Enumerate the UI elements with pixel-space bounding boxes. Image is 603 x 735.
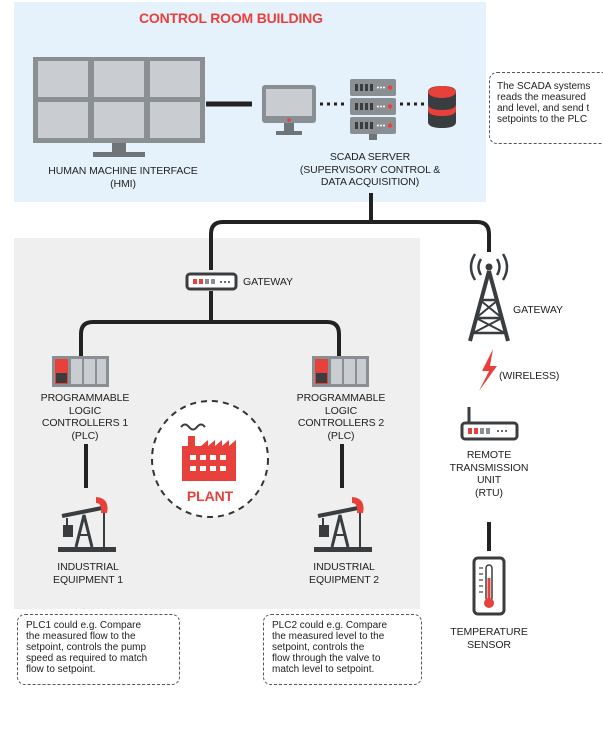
backbone-branch-line: [209, 220, 491, 270]
plc-2-note-line-4: flow through the valve to: [272, 653, 381, 664]
sensor-label-line-1: TEMPERATURE: [450, 626, 528, 638]
scada-note-line-2: reads the measured: [497, 92, 586, 103]
equipment-1-label-line-2: EQUIPMENT 1: [53, 573, 123, 586]
plc-1-label-line-4: (PLC): [71, 429, 99, 442]
workstation-monitor-icon: [262, 85, 316, 135]
plc-1-label-line-1: PROGRAMMABLE: [40, 392, 130, 404]
scada-note-line-3: and level, and send t: [497, 103, 590, 114]
plc-1-label-line-3: CONTROLLERS 1: [41, 417, 129, 429]
plc-2-label: PROGRAMMABLE LOGIC CONTROLLERS 2 (PLC): [284, 392, 398, 442]
hmi-label-line-2: (HMI): [110, 177, 136, 190]
equipment-2-label-line-2: EQUIPMENT 2: [309, 573, 379, 586]
plc-1-note-line-4: speed as required to match: [26, 653, 148, 664]
equipment-1-label-line-1: INDUSTRIAL: [57, 561, 119, 573]
scada-note-box: The SCADA systems reads the measured and…: [489, 72, 603, 144]
plant-gateway-label: GATEWAY: [243, 276, 293, 288]
plc-2-icon: [312, 356, 369, 387]
rtu-icon: [460, 407, 519, 441]
sensor-label-line-2: SENSOR: [467, 638, 511, 651]
hmi-label-line-1: HUMAN MACHINE INTERFACE: [48, 165, 198, 177]
rtu-label-line-3: UNIT: [476, 474, 502, 486]
equipment-2-label-line-1: INDUSTRIAL: [313, 561, 375, 573]
rtu-label-line-1: REMOTE: [466, 449, 512, 461]
plc-2-label-line-3: CONTROLLERS 2: [297, 417, 385, 429]
plc-1-note-line-3: setpoint, controls the pump: [26, 642, 147, 653]
plc-2-note-line-5: match level to setpoint.: [272, 664, 375, 675]
plant-gateway-icon: [185, 272, 238, 291]
plc-1-note-line-1: PLC1 could e.g. Compare: [26, 620, 142, 631]
equipment-2-label: INDUSTRIAL EQUIPMENT 2: [294, 561, 394, 586]
equipment-1-label: INDUSTRIAL EQUIPMENT 1: [38, 561, 138, 586]
rtu-label-line-4: (RTU): [475, 486, 503, 499]
remote-gateway-label: GATEWAY: [513, 304, 563, 316]
rtu-label-line-2: TRANSMISSION: [449, 461, 529, 474]
factory-icon: [180, 423, 236, 481]
scada-server-icon: [350, 79, 396, 140]
pumpjack-1-icon: [58, 497, 116, 552]
wireless-lightning-icon: [479, 349, 497, 391]
temperature-sensor-label: TEMPERATURE SENSOR: [429, 626, 549, 651]
scada-note-line-1: The SCADA systems: [497, 81, 591, 92]
plc-1-label-line-2: LOGIC: [68, 404, 102, 417]
plc-2-note-box: PLC2 could e.g. Compare the measured lev…: [263, 614, 422, 685]
thermometer-icon: [472, 556, 506, 616]
plc-1-note-line-2: the measured flow to the: [26, 631, 136, 642]
plant-label: PLANT: [186, 488, 234, 504]
scada-note-line-4: setpoints to the PLC: [497, 114, 588, 125]
plc-1-note-line-5: flow to setpoint.: [26, 664, 96, 675]
plc-1-icon: [52, 356, 109, 387]
plc-2-label-line-1: PROGRAMMABLE: [296, 392, 386, 404]
plc-2-note-line-3: setpoint, controls the: [272, 642, 365, 653]
database-icon: [428, 86, 456, 128]
plc-1-label: PROGRAMMABLE LOGIC CONTROLLERS 1 (PLC): [28, 392, 142, 442]
rtu-label: REMOTE TRANSMISSION UNIT (RTU): [434, 449, 544, 499]
plc-2-note-line-2: the measured level to the: [272, 631, 385, 642]
plc-2-note-line-1: PLC2 could e.g. Compare: [272, 620, 388, 631]
hmi-video-wall-icon: [33, 57, 205, 157]
hmi-label: HUMAN MACHINE INTERFACE (HMI): [28, 165, 218, 190]
cell-tower-icon: [468, 253, 510, 342]
scada-label-line-2: (SUPERVISORY CONTROL &: [299, 163, 441, 176]
plc-branch-line: [79, 320, 341, 356]
plc-1-note-box: PLC1 could e.g. Compare the measured flo…: [17, 614, 180, 685]
scada-label-line-1: SCADA SERVER: [329, 151, 411, 163]
control-room-title: CONTROL ROOM BUILDING: [139, 10, 323, 26]
plc-2-label-line-4: (PLC): [327, 429, 355, 442]
scada-label-line-3: DATA ACQUISITION): [320, 176, 420, 188]
scada-server-label: SCADA SERVER (SUPERVISORY CONTROL & DATA…: [290, 151, 450, 189]
wireless-label: (WIRELESS): [499, 370, 560, 382]
pumpjack-2-icon: [314, 497, 372, 552]
plc-2-label-line-2: LOGIC: [324, 404, 358, 417]
